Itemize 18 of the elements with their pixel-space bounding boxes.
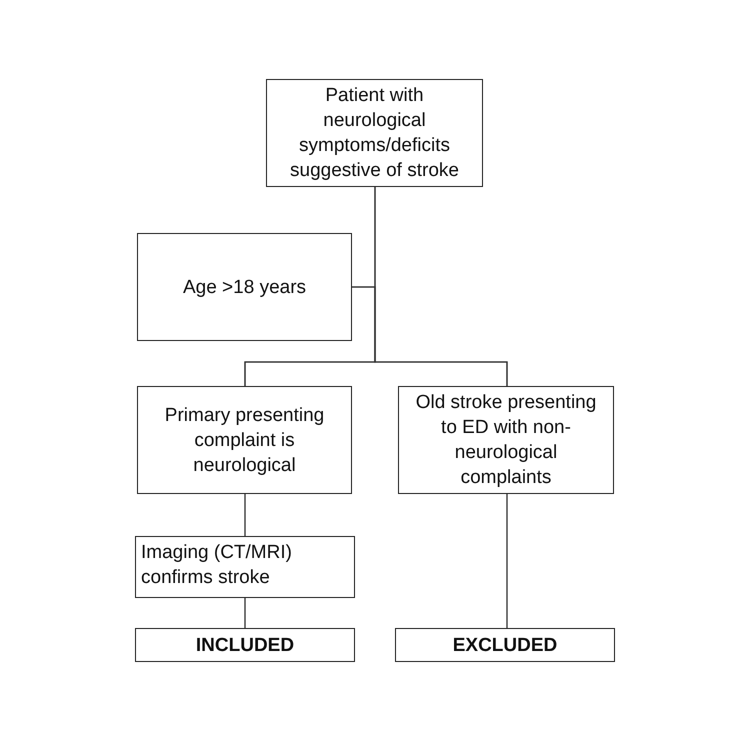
node-text: EXCLUDED (452, 634, 558, 658)
connector-line (244, 598, 246, 628)
node-text: Primary presenting complaint is neurological (164, 404, 326, 478)
connector-line (352, 286, 508, 386)
node-text: Age >18 years (182, 276, 306, 300)
outcome-box (395, 628, 615, 662)
connector-line (506, 494, 508, 628)
criterion-box (398, 386, 614, 494)
criterion-box (135, 536, 355, 598)
node-text: Patient with neurological symptoms/deficits suggestive of stroke (289, 84, 460, 183)
process-box (266, 79, 483, 187)
criterion-box (137, 386, 352, 494)
node-text: Imaging (CT/MRI) confirms stroke (141, 541, 293, 590)
node-text: Old stroke presenting to ED with non-neurological complaints (414, 391, 598, 490)
connector-line (244, 494, 246, 536)
node-text: INCLUDED (196, 634, 294, 658)
criterion-box (137, 233, 352, 341)
outcome-box (135, 628, 355, 662)
